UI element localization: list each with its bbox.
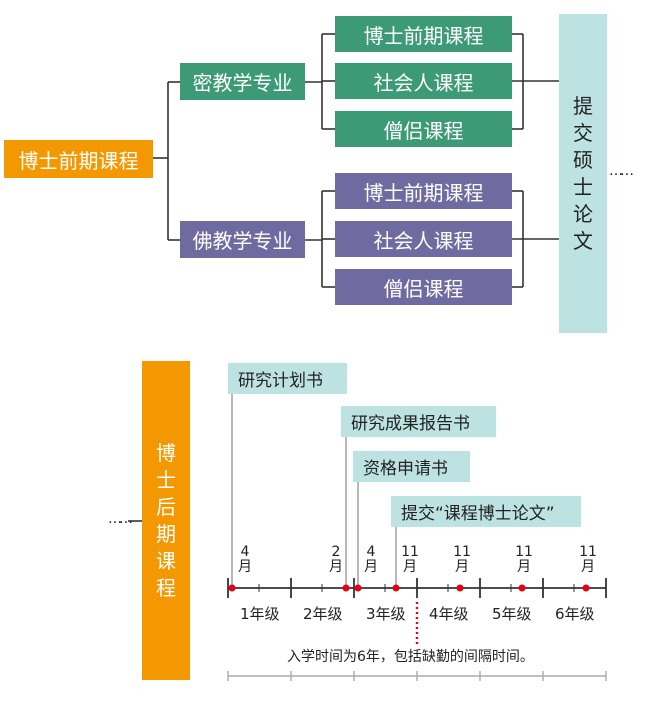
timeline-marker [456, 584, 464, 592]
document-label: 研究成果报告书 [351, 414, 470, 434]
document-thesis-submission: 提交“课程博士论文” [391, 496, 581, 527]
course-label: 社会人课程 [373, 228, 474, 253]
vertical-char: 博 [156, 440, 176, 465]
major-label: 密教学专业 [192, 71, 293, 95]
timeline-marker [392, 584, 400, 592]
document-research-plan: 研究计划书 [228, 363, 347, 394]
course-label: 社会人课程 [373, 70, 474, 95]
course-label: 僧侣课程 [383, 118, 464, 143]
vertical-char: 后 [156, 494, 176, 519]
course-box: 社会人课程 [335, 63, 512, 99]
document-qualification: 资格申请书 [353, 451, 470, 482]
year-label: 5年级 [492, 605, 532, 623]
vertical-char: 程 [156, 575, 176, 600]
vertical-char: 士 [573, 174, 593, 199]
document-label: 提交“课程博士论文” [401, 504, 555, 524]
course-box: 博士前期课程 [335, 173, 512, 209]
document-research-report: 研究成果报告书 [341, 406, 496, 437]
course-box: 僧侣课程 [335, 269, 512, 305]
vertical-char: 论 [573, 201, 593, 226]
course-label: 博士前期课程 [363, 180, 484, 205]
document-label: 研究计划书 [238, 371, 323, 391]
course-label: 博士前期课程 [363, 23, 484, 48]
vertical-char: 士 [156, 467, 176, 492]
timeline-marker [228, 584, 236, 592]
course-label: 僧侣课程 [383, 276, 464, 301]
course-box: 博士前期课程 [335, 16, 512, 52]
year-label: 3年级 [366, 605, 406, 623]
major-box-esoteric: 密教学专业 [180, 63, 305, 100]
year-label: 2年级 [303, 605, 343, 623]
vertical-char: 硕 [573, 147, 593, 172]
timeline-marker [518, 584, 526, 592]
year-label: 4年级 [429, 605, 469, 623]
vertical-char: 课 [156, 548, 176, 573]
document-label: 资格申请书 [363, 459, 448, 479]
continuation-ellipsis: …… [609, 163, 634, 179]
timeline-marker [342, 584, 350, 592]
start-course-box: 博士前期课程 [4, 140, 153, 178]
year-label: 6年级 [555, 605, 595, 623]
major-label: 佛教学专业 [192, 229, 293, 253]
major-box-buddhist: 佛教学专业 [180, 221, 305, 258]
vertical-char: 文 [573, 228, 593, 253]
timeline-marker [354, 584, 362, 592]
lead-in-ellipsis: …… [108, 511, 133, 527]
enrollment-note: 入学时间为6年，包括缺勤的间隔时间。 [287, 649, 534, 665]
vertical-char: 期 [156, 521, 176, 546]
course-box: 僧侣课程 [335, 111, 512, 147]
course-box: 社会人课程 [335, 221, 512, 257]
year-label: 1年级 [240, 605, 280, 623]
doctoral-program-box: 博士后期课程 [142, 361, 190, 680]
vertical-char: 交 [573, 120, 593, 145]
thesis-box: 提交硕士论文 [559, 14, 607, 333]
vertical-char: 提 [573, 93, 593, 118]
timeline-marker [582, 584, 590, 592]
start-course-label: 博士前期课程 [18, 148, 139, 173]
